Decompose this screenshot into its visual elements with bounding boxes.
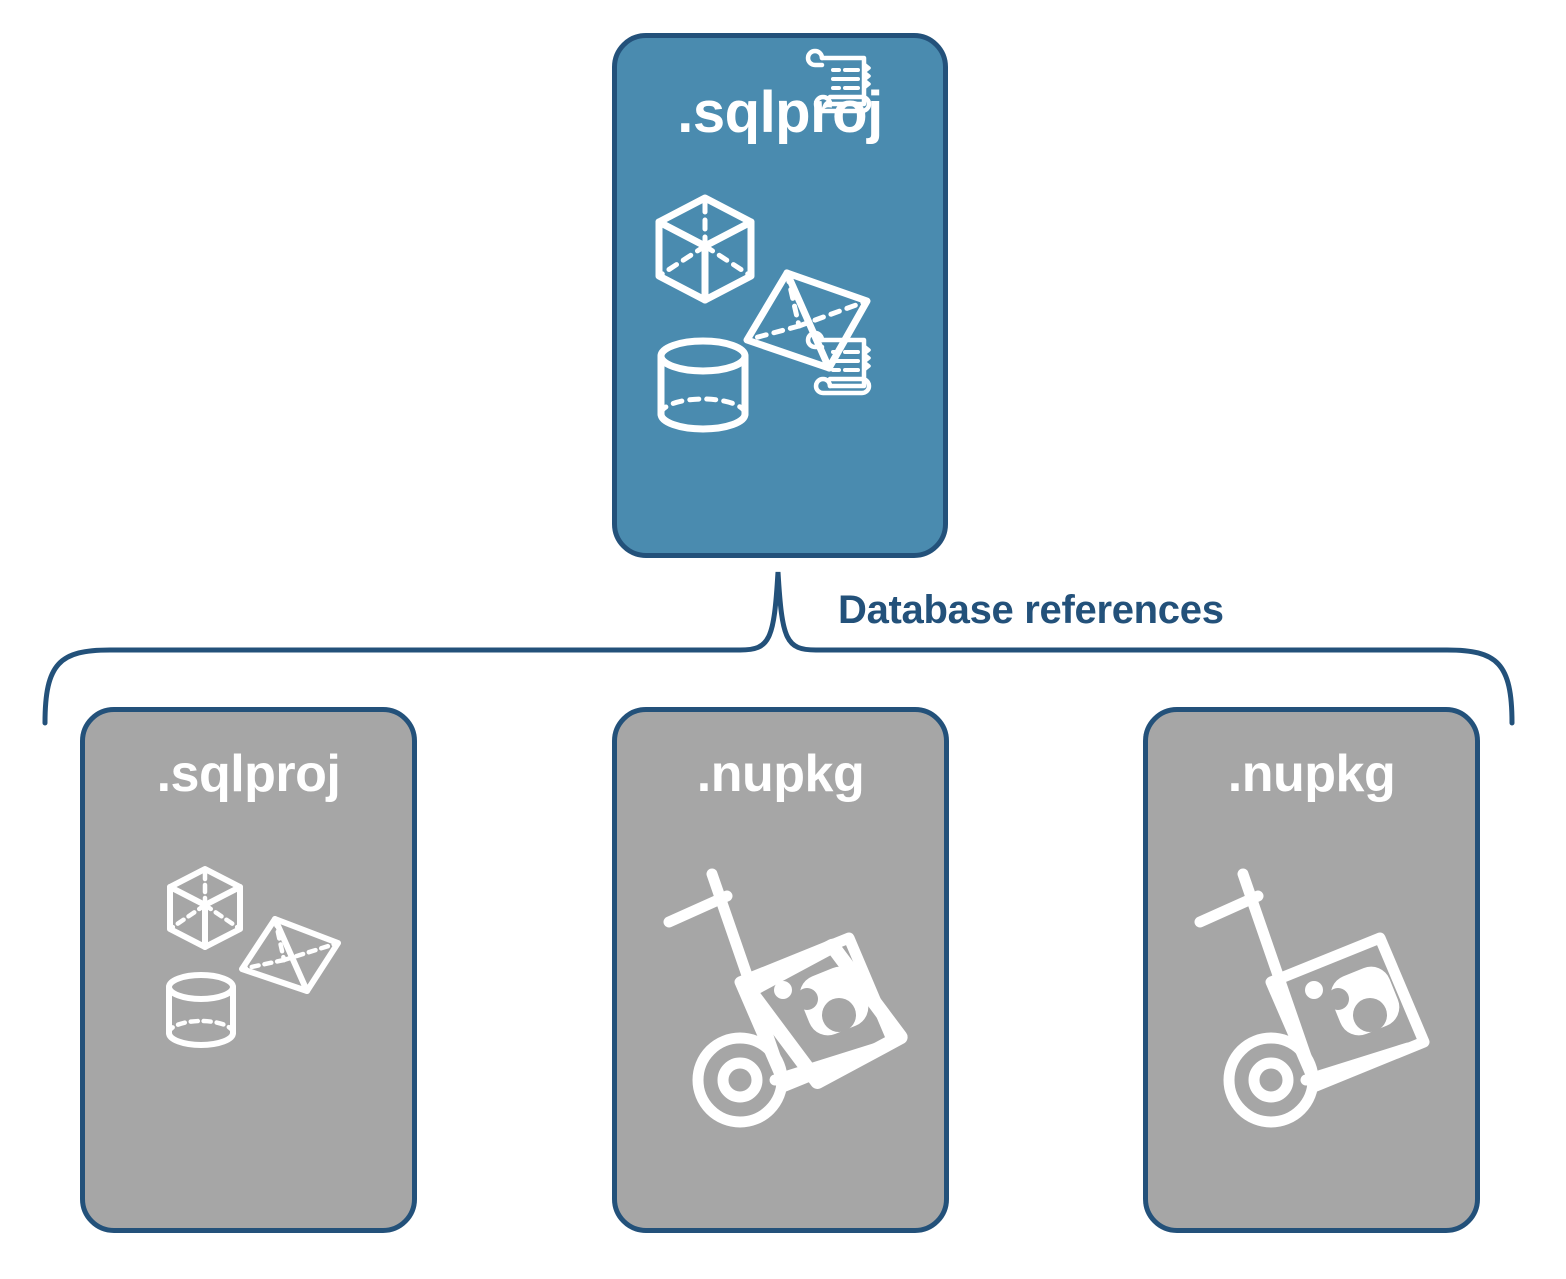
node-child-nupkg-2-title: .nupkg [1227,745,1396,803]
node-root-title: .sqlproj [677,80,883,145]
node-root-artwork [617,168,943,448]
node-root-scroll-bottom [802,328,878,409]
pyramid-icon [239,916,341,994]
connector-label: Database references [838,588,1224,632]
cylinder-icon [166,972,236,1048]
scroll-icon [805,48,872,114]
node-child-nupkg-1-artwork [617,852,944,1132]
brace-path [42,571,1515,726]
node-child-nupkg-2[interactable]: .nupkg [1143,707,1480,1233]
package-box-icon [734,932,908,1092]
node-child-nupkg-2-artwork [1148,852,1475,1132]
hand-truck-svg [1194,868,1430,1128]
node-root-sqlproj[interactable]: .sqlproj [612,33,948,558]
cube-icon [655,194,755,304]
node-child-nupkg-1-title: .nupkg [696,745,865,803]
scroll-icon [805,330,872,396]
package-box-icon [1265,932,1430,1092]
node-root-scroll-top [802,46,878,127]
pyramid-icon [743,269,871,372]
cube-icon [167,866,243,950]
node-child-sqlproj-title: .sqlproj [156,745,341,803]
root-shapes-svg [655,194,871,433]
node-child-sqlproj[interactable]: .sqlproj [80,707,417,1233]
cylinder-icon [657,337,749,433]
node-child-nupkg-1[interactable]: .nupkg [612,707,949,1233]
child-shapes-svg [166,866,341,1048]
node-child-sqlproj-artwork [85,857,412,1087]
hand-truck-svg [663,868,908,1128]
